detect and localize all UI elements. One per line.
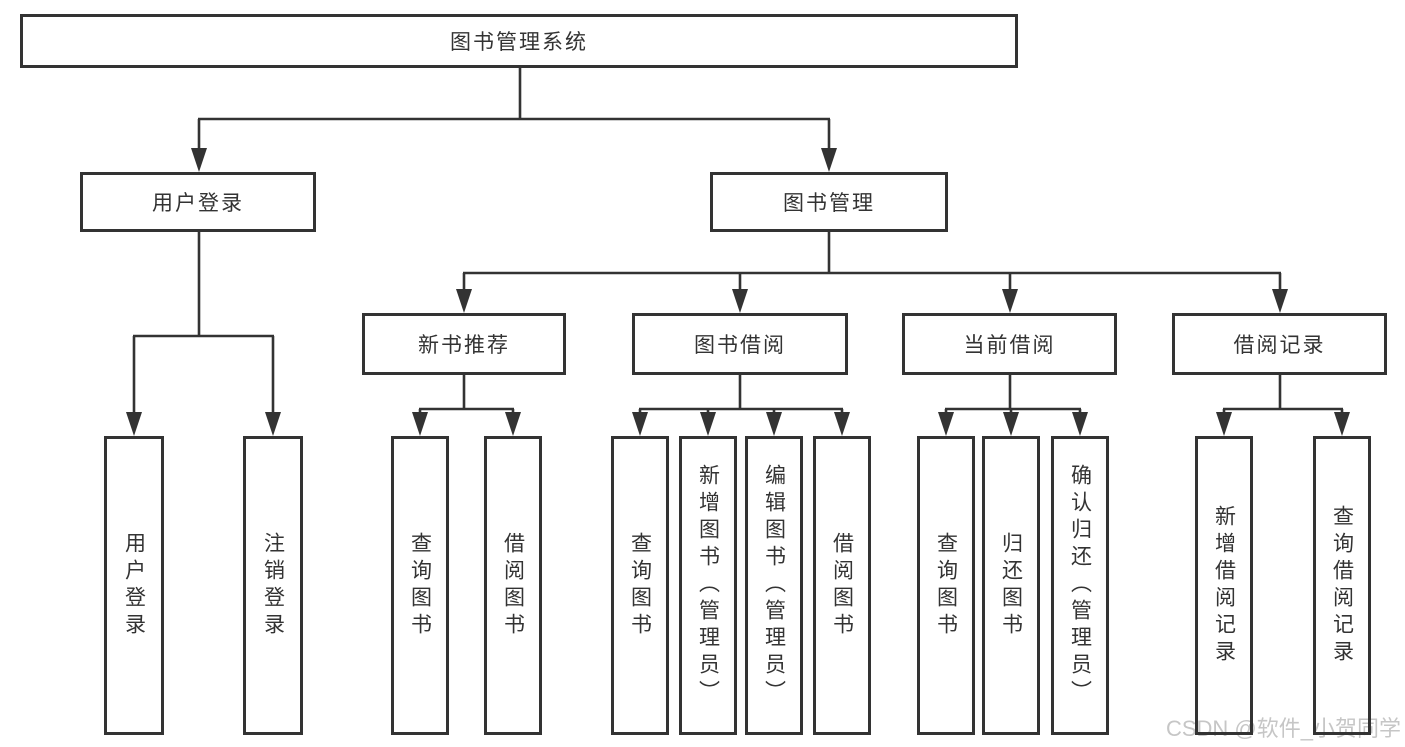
node-leaf-query-books: 查询图书 — [611, 436, 669, 735]
node-label: 查询图书 — [934, 531, 958, 640]
node-label: 用户登录 — [152, 192, 244, 215]
node-label: 图书管理系统 — [450, 31, 588, 54]
csdn-watermark: CSDN @软件_小贺同学 — [1165, 716, 1401, 741]
node-leaf-query-books: 查询图书 — [917, 436, 975, 735]
node-leaf-query-borrow-record: 查询借阅记录 — [1313, 436, 1371, 735]
node-label: 图书管理 — [783, 192, 875, 215]
node-label: 编辑图书（管理员） — [762, 464, 786, 707]
node-label: 借阅记录 — [1233, 334, 1326, 357]
node-new-book-recommendation: 新书推荐 — [362, 313, 566, 375]
node-library-management-system: 图书管理系统 — [20, 14, 1018, 68]
node-leaf-add-borrow-record: 新增借阅记录 — [1195, 436, 1253, 735]
node-label: 查询图书 — [408, 531, 432, 640]
node-label: 归还图书 — [999, 531, 1023, 640]
node-book-borrowing: 图书借阅 — [632, 313, 848, 375]
node-label: 新书推荐 — [418, 334, 510, 357]
node-label: 借阅图书 — [501, 531, 525, 640]
node-borrowing-records: 借阅记录 — [1172, 313, 1387, 375]
node-label: 当前借阅 — [963, 334, 1056, 357]
node-label: 查询图书 — [628, 531, 652, 640]
node-label: 用户登录 — [122, 531, 146, 640]
node-label: 查询借阅记录 — [1330, 504, 1354, 667]
node-book-management: 图书管理 — [710, 172, 948, 232]
node-label: 注销登录 — [261, 531, 285, 640]
node-label: 新增图书（管理员） — [696, 464, 720, 707]
node-leaf-logout: 注销登录 — [243, 436, 303, 735]
node-leaf-user-login: 用户登录 — [104, 436, 164, 735]
node-leaf-return-books: 归还图书 — [982, 436, 1040, 735]
node-label: 新增借阅记录 — [1212, 504, 1236, 667]
node-leaf-borrow-books: 借阅图书 — [813, 436, 871, 735]
node-label: 图书借阅 — [694, 334, 786, 357]
node-label: 借阅图书 — [830, 531, 854, 640]
node-leaf-edit-books-admin: 编辑图书（管理员） — [745, 436, 803, 735]
node-leaf-query-books: 查询图书 — [391, 436, 449, 735]
node-leaf-confirm-return-admin: 确认归还（管理员） — [1051, 436, 1109, 735]
node-current-borrowing: 当前借阅 — [902, 313, 1117, 375]
node-leaf-add-books-admin: 新增图书（管理员） — [679, 436, 737, 735]
node-label: 确认归还（管理员） — [1068, 464, 1092, 707]
node-user-login: 用户登录 — [80, 172, 316, 232]
node-leaf-borrow-books: 借阅图书 — [484, 436, 542, 735]
